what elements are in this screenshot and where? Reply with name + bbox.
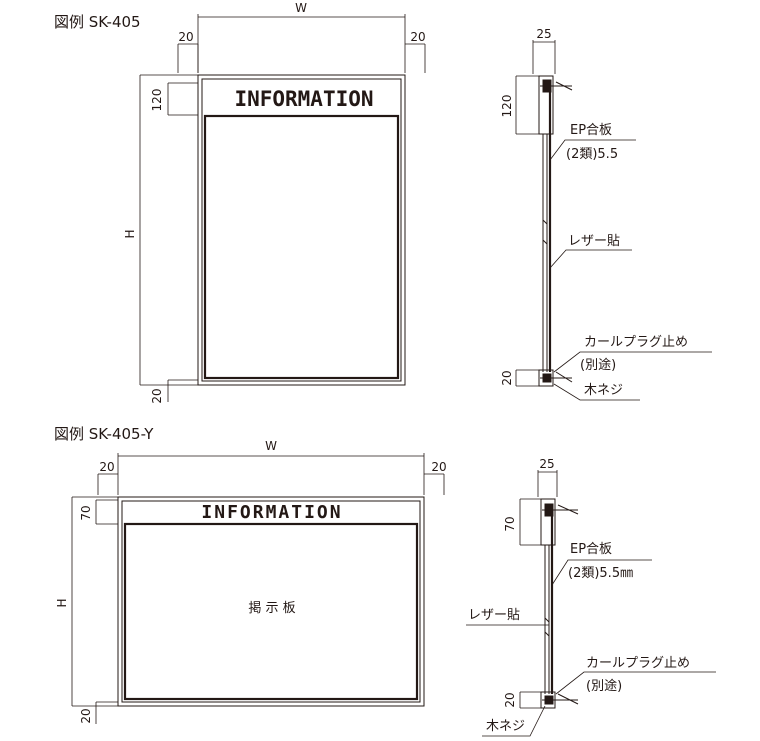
fig2-plug-leader (555, 671, 716, 695)
fig1-label-board: EP合板 (570, 123, 612, 138)
fig1-left-margin-label: 20 (178, 30, 193, 44)
fig1-height-dimension: H (123, 74, 198, 386)
fig2-height-dimension: H (55, 496, 118, 707)
fig1-bottom-dimension: 20 (150, 379, 198, 404)
fig2-label-plug: カールプラグ止め (586, 656, 690, 671)
fig2-board-text: 掲 示 板 (248, 600, 295, 616)
fig2-side-header-block (540, 498, 556, 546)
fig2-side-bottom-label: 20 (503, 692, 517, 707)
fig1-board-leader (549, 139, 636, 161)
fig1-inner-frame (201, 78, 402, 382)
fig2-width-label: W (265, 439, 277, 453)
fig2-bottom-dimension: 20 (79, 701, 118, 724)
fig1-right-margin-label: 20 (410, 30, 425, 44)
fig1-leather-leader (549, 249, 632, 269)
fig1-label-plug-note: (別途) (580, 357, 616, 373)
fig1-side-header-block (538, 75, 554, 135)
fig1-bottom-label: 20 (150, 388, 164, 403)
fig2-header-label: 70 (79, 505, 93, 520)
fig1-sign-text: INFORMATION (234, 87, 373, 111)
fig1-label-leather: レザー貼 (568, 234, 620, 249)
fig1-screw-leader (553, 383, 640, 401)
fig1-side-bottom-label: 20 (500, 370, 514, 385)
figure1-title: 図例 SK-405 (54, 13, 141, 31)
fig2-screw-leader (482, 705, 546, 737)
fig1-header-label: 120 (150, 89, 164, 112)
fig1-header-dimension: 120 (150, 82, 198, 116)
fig1-side-depth-label: 25 (536, 27, 551, 41)
fig2-inner-frame (121, 500, 421, 703)
fig2-bottom-label: 20 (79, 708, 93, 723)
fig2-right-margin-label: 20 (431, 460, 446, 474)
fig2-label-screw: 木ネジ (486, 719, 525, 734)
figure-sk405: 図例 SK-405 W 20 20 H (54, 1, 712, 404)
fig2-label-leather: レザー貼 (468, 608, 520, 623)
fig1-side-header-label: 120 (500, 95, 514, 118)
fig1-label-screw: 木ネジ (584, 383, 623, 398)
fig1-label-board-spec: (2類)5.5 (566, 147, 618, 162)
fig2-label-board: EP合板 (570, 542, 612, 557)
fig1-board-panel (203, 114, 400, 380)
fig2-board-panel (123, 522, 419, 701)
fig2-margin-dimensions: 20 20 (97, 460, 447, 495)
fig2-header-dimension: 70 (79, 499, 118, 525)
fig1-outer-frame (197, 74, 406, 386)
fig2-board-leader (551, 559, 652, 586)
fig2-side-header-label: 70 (503, 516, 517, 531)
fig1-margin-dimensions: 20 20 (177, 30, 426, 73)
fig2-width-dimension: W (117, 439, 425, 495)
fig1-width-dimension: W (197, 1, 406, 73)
figure2-title: 図例 SK-405-Y (54, 425, 154, 443)
fig2-sign-text: INFORMATION (201, 502, 342, 523)
fig2-side-section: 25 70 20 (466, 457, 716, 737)
fig2-height-label: H (55, 598, 69, 607)
fig2-outer-frame (117, 496, 425, 707)
fig2-left-margin-label: 20 (99, 460, 114, 474)
fig1-plug-leader (553, 351, 712, 373)
fig1-label-plug: カールプラグ止め (584, 335, 688, 350)
figure-sk405y: 図例 SK-405-Y W 20 20 H (54, 425, 716, 737)
fig1-width-label: W (295, 1, 307, 15)
fig2-label-plug-note: (別途) (586, 678, 622, 694)
fig1-side-section: 25 120 20 (500, 27, 712, 401)
fig2-side-depth-label: 25 (539, 457, 554, 471)
fig1-height-label: H (123, 229, 137, 238)
fig2-label-board-spec: (2類)5.5㎜ (568, 566, 633, 581)
